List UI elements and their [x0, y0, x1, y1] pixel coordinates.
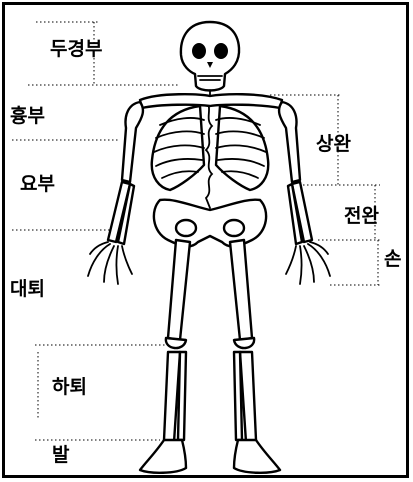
label-chest: 흉부	[10, 107, 45, 126]
label-thigh: 대퇴	[10, 280, 45, 299]
hip-socket-right	[224, 220, 244, 236]
clavicle	[140, 94, 282, 108]
feet	[140, 440, 280, 473]
label-forearm: 전완	[344, 207, 379, 226]
spine	[205, 90, 212, 208]
legs	[164, 240, 256, 442]
label-hand: 손	[384, 250, 401, 269]
label-foot: 발	[52, 446, 69, 465]
label-head-neck: 두경부	[50, 40, 102, 59]
label-upper-arm: 상완	[316, 135, 351, 154]
label-waist: 요부	[20, 175, 55, 194]
hands	[88, 242, 330, 284]
skull	[181, 22, 239, 91]
hip-socket-left	[176, 220, 196, 236]
label-lower-leg: 하퇴	[52, 378, 87, 397]
